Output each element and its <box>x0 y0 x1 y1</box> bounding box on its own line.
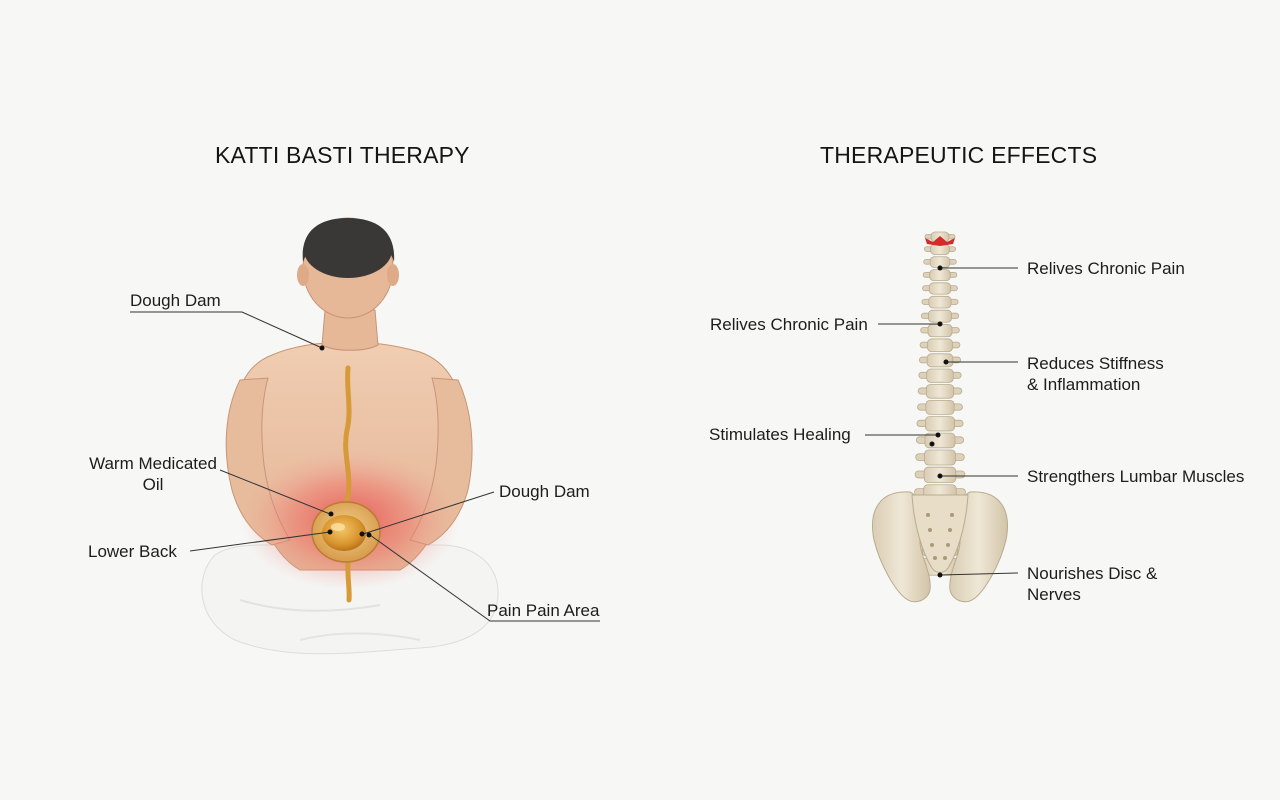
label-pain-area: Pain Pain Area <box>487 601 600 620</box>
right-leader-lines <box>865 267 1019 576</box>
label-relieves-chronic-pain-right: Relives Chronic Pain <box>1027 259 1185 278</box>
label-relieves-chronic-pain-left: Relives Chronic Pain <box>710 315 868 334</box>
inflamed-vertebra-mark <box>925 236 955 246</box>
vertebra <box>919 338 961 352</box>
vertebra <box>923 256 957 268</box>
oil-trickle <box>343 365 352 603</box>
vertebra <box>920 309 960 323</box>
vertebra <box>922 282 958 295</box>
label-stimulates-healing: Stimulates Healing <box>709 425 851 444</box>
vertebra <box>916 416 964 432</box>
sacrum <box>911 494 969 573</box>
vertebra <box>917 399 963 415</box>
label-warm-medicated-oil: Warm Medicated Oil <box>86 453 220 495</box>
vertebra <box>919 353 961 368</box>
label-reduces-stiffness: Reduces Stiffness & Inflammation <box>1027 353 1164 395</box>
label-warm-oil-line2: Oil <box>142 475 164 494</box>
label-nourish-line1: Nourishes Disc & <box>1027 564 1158 583</box>
label-stiffness-line2: & Inflammation <box>1027 375 1141 394</box>
label-nourishes-disc: Nourishes Disc & Nerves <box>1027 563 1157 605</box>
right-leader-dots <box>929 265 949 578</box>
pelvis <box>872 491 1008 603</box>
label-lower-back: Lower Back <box>88 542 177 561</box>
left-leader-lines <box>130 311 600 622</box>
label-dough-dam-top: Dough Dam <box>130 291 221 310</box>
vertebra <box>921 295 959 309</box>
vertebra <box>915 449 965 466</box>
warm-oil-pool <box>322 515 366 551</box>
vertebra <box>922 269 958 282</box>
panel-title-katti-basti: KATTI BASTI THERAPY <box>215 142 470 168</box>
panel-title-therapeutic-effects: THERAPEUTIC EFFECTS <box>820 142 1098 168</box>
vertebra <box>923 243 957 255</box>
seated-person-illustration <box>201 217 499 655</box>
label-strengthens-lumbar: Strengthers Lumbar Muscles <box>1027 467 1245 486</box>
label-nourish-line2: Nerves <box>1027 585 1081 604</box>
label-stiffness-line1: Reduces Stiffness <box>1027 354 1164 373</box>
label-warm-oil-line1: Warm Medicated <box>89 454 217 473</box>
left-leader-dots <box>319 345 372 538</box>
label-dough-dam-right: Dough Dam <box>499 482 590 501</box>
vertebra <box>918 368 962 383</box>
vertebra <box>917 384 963 399</box>
